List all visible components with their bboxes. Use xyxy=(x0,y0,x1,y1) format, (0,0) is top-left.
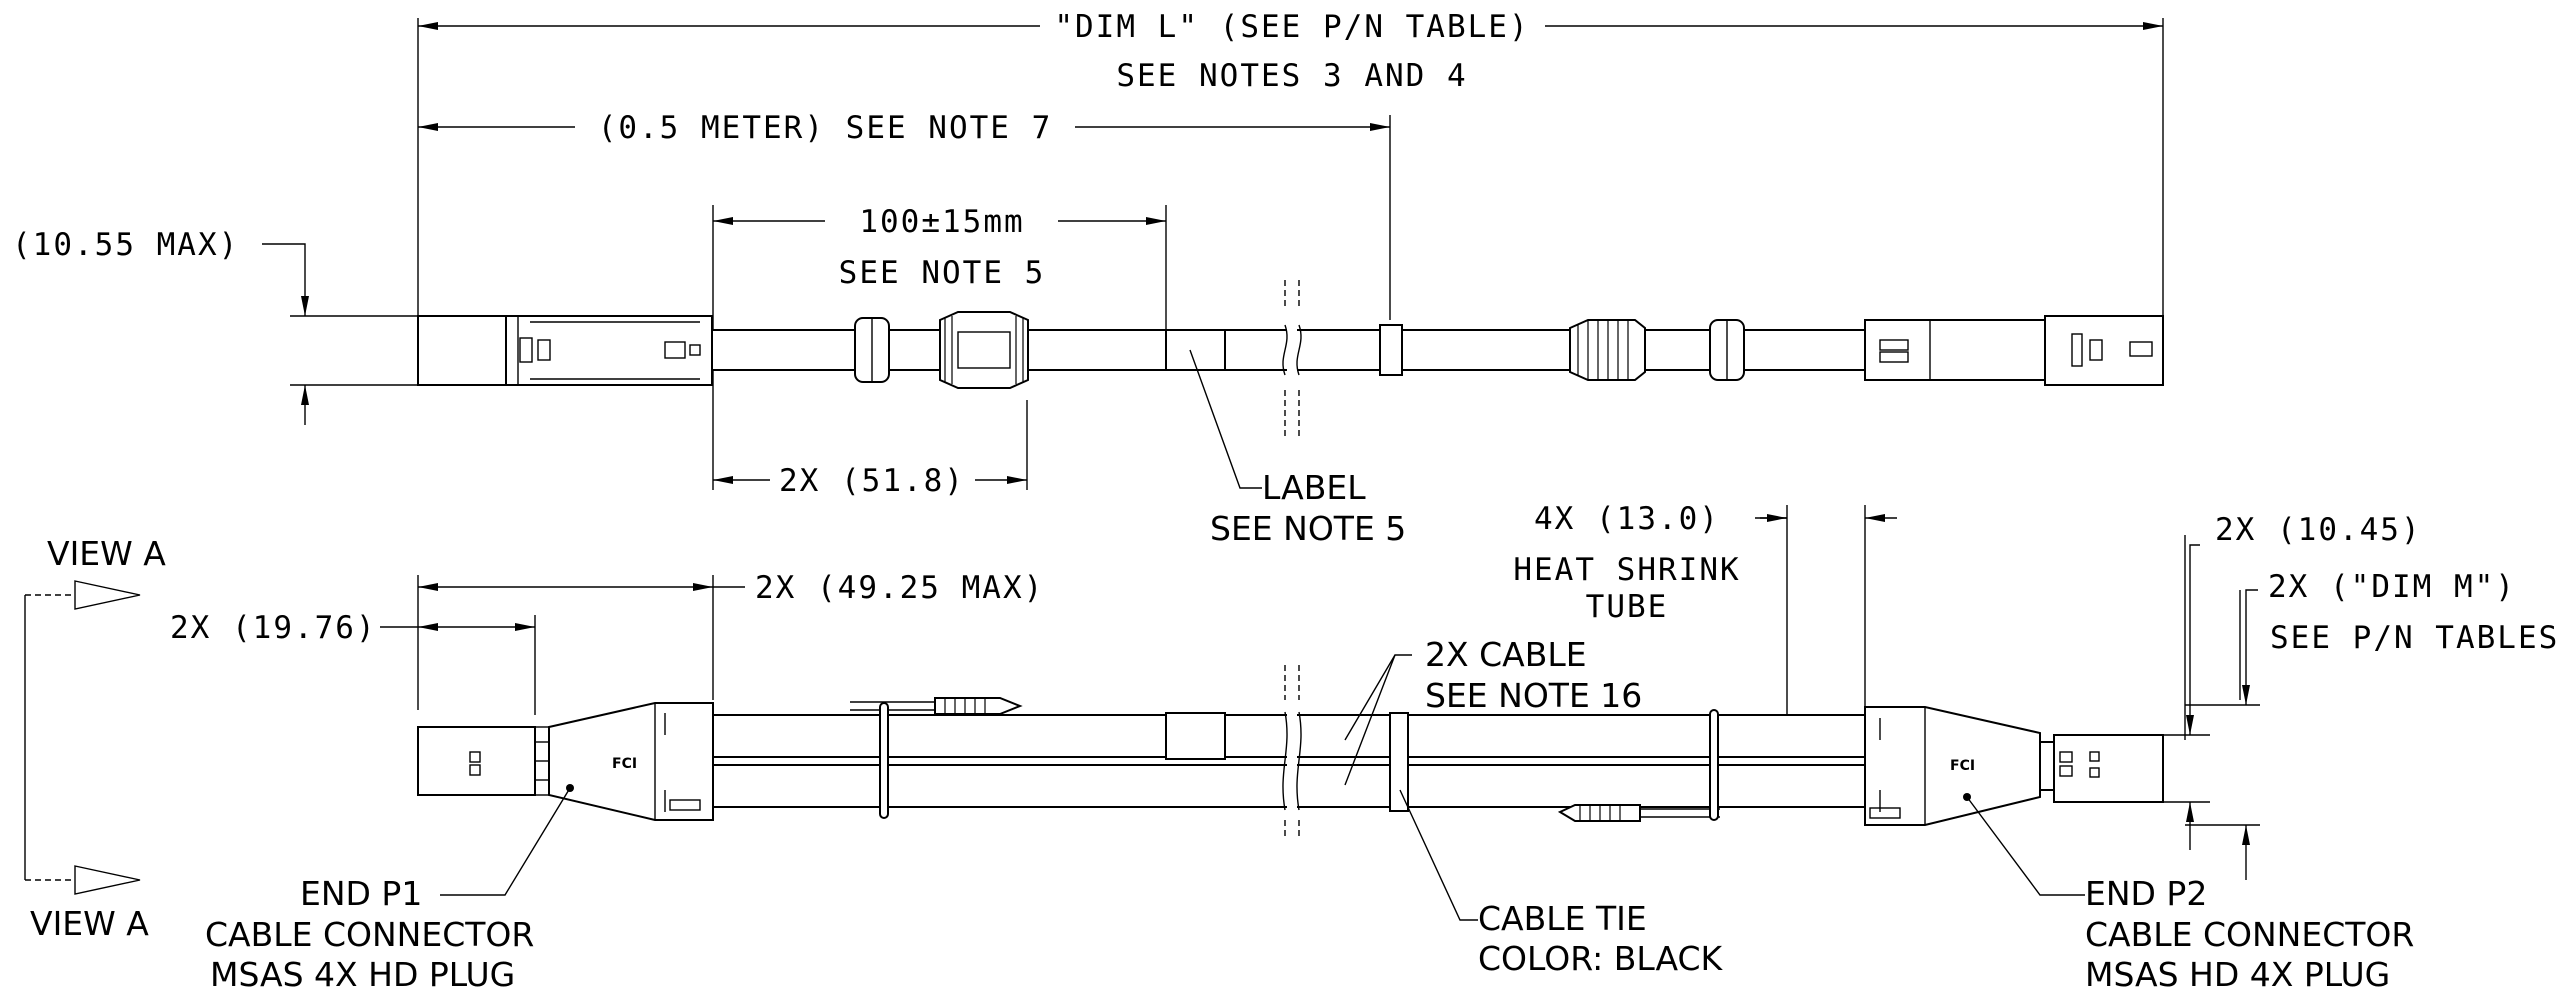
view-a-arrow-top xyxy=(74,580,141,610)
connector-len-text: 2X (49.25 MAX) xyxy=(755,570,1044,606)
label-callout-note: SEE NOTE 5 xyxy=(1210,509,1406,548)
tolerance-note-text: SEE NOTE 5 xyxy=(839,255,1046,291)
cable-leader-lower xyxy=(1344,654,1396,786)
dim-m-note-text: SEE P/N TABLES xyxy=(2270,620,2559,656)
max-height-leader xyxy=(262,243,306,270)
max-height-text: (10.55 MAX) xyxy=(12,227,239,263)
cable-tie-color: COLOR: BLACK xyxy=(1478,939,1724,978)
label-callout-text: LABEL xyxy=(1262,468,1366,507)
heat-shrink-text-1: HEAT SHRINK xyxy=(1513,552,1740,588)
break-mark-top xyxy=(1282,280,1302,440)
cable-tie-text: CABLE TIE xyxy=(1478,899,1647,938)
view-a-bottom-label: VIEW A xyxy=(30,904,149,943)
cable-callout-text: 2X CABLE xyxy=(1425,635,1587,674)
plug-len-text: 2X (19.76) xyxy=(170,610,377,646)
cable-tie-leader xyxy=(1399,789,1478,921)
boot-right-top xyxy=(1569,319,1745,381)
view-a-arrow-bottom xyxy=(74,865,141,895)
end-p2-desc: CABLE CONNECTOR xyxy=(2085,915,2414,954)
end-p2-text: END P2 xyxy=(2085,874,2207,913)
end-p1-text: END P1 xyxy=(300,874,422,913)
dim-l-text: "DIM L" (SEE P/N TABLE) xyxy=(1054,9,1529,45)
end-p2-part: MSAS HD 4X PLUG xyxy=(2085,955,2390,991)
pull-tab-lower xyxy=(1557,804,1720,822)
plug-height-text: 2X (10.45) xyxy=(2215,512,2422,548)
label-bottom xyxy=(1165,712,1226,760)
cable-tie-left xyxy=(879,702,889,819)
dim-m-text: 2X ("DIM M") xyxy=(2268,569,2516,605)
top-view: "DIM L" (SEE P/N TABLE) SEE NOTES 3 AND … xyxy=(12,9,2164,548)
heat-shrink-len-text: 4X (13.0) xyxy=(1534,501,1720,537)
fci-logo: FCI xyxy=(612,756,637,772)
end-p1-desc: CABLE CONNECTOR xyxy=(205,915,534,954)
cable-tie-center xyxy=(1389,712,1409,812)
dim-m-leader xyxy=(2245,589,2258,660)
heat-shrink-top xyxy=(1379,324,1403,376)
connector-p1-top xyxy=(417,315,713,386)
connector-p2-top xyxy=(1864,315,2164,386)
cable-callout-note: SEE NOTE 16 xyxy=(1425,676,1642,715)
plug-height-leader xyxy=(2189,544,2200,690)
tolerance-text: 100±15mm xyxy=(859,204,1024,240)
pull-tab-upper xyxy=(850,697,1023,715)
heat-shrink-text-2: TUBE xyxy=(1586,589,1669,625)
dim-l-notes-text: SEE NOTES 3 AND 4 xyxy=(1116,58,1467,94)
view-a-top-label: VIEW A xyxy=(47,534,166,573)
label-leader xyxy=(1189,349,1262,489)
end-p1-part: MSAS 4X HD PLUG xyxy=(210,955,515,991)
boot-left-top xyxy=(854,311,1029,389)
end-p1-leader xyxy=(440,787,571,896)
break-mark-bottom xyxy=(1282,665,1302,840)
connector-p1-bottom: FCI xyxy=(417,702,714,821)
cable-tie-right xyxy=(1709,709,1719,821)
end-p2-leader xyxy=(1966,796,2085,896)
half-meter-text: (0.5 METER) SEE NOTE 7 xyxy=(598,110,1053,146)
fci-logo: FCI xyxy=(1950,758,1975,774)
connector-p2-bottom: FCI xyxy=(1864,706,2164,826)
boot-length-text: 2X (51.8) xyxy=(779,463,965,499)
bottom-view: VIEW A VIEW A 2X (49.25 MAX) 2X (19.76) … xyxy=(24,501,2559,991)
